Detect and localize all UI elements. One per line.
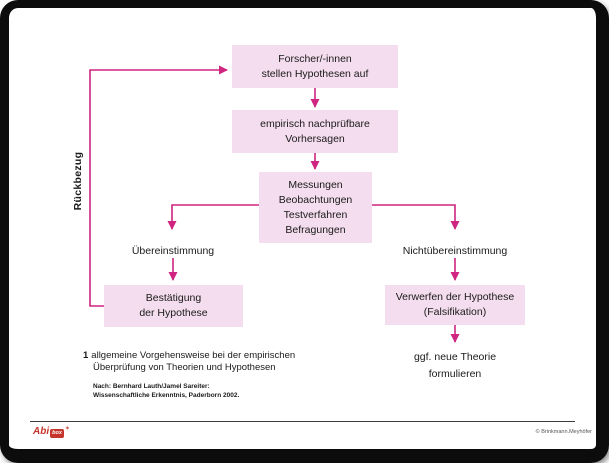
source-line1: Nach: Bernhard Lauth/Jamel Sareiter:: [93, 383, 210, 390]
logo-star-icon: ✶: [64, 426, 70, 432]
label-uebereinstimmung: Übereinstimmung: [131, 245, 215, 257]
source-reference: Nach: Bernhard Lauth/Jamel Sareiter: Wis…: [93, 382, 239, 400]
connector-messungen-to-uebereinstimmung: [167, 204, 259, 230]
footer-rule: [30, 421, 575, 422]
node-verwerfen: Verwerfen der Hypothese (Falsifikation): [385, 285, 525, 325]
logo-abi-text: Abi: [33, 426, 50, 437]
label-rueckbezug: Rückbezug: [72, 151, 84, 211]
caption-line1-text: allgemeine Vorgehensweise bei der empiri…: [91, 350, 296, 361]
connector-rueckbezug-feedback: [89, 65, 228, 307]
source-line2: Wissenschaftliche Erkenntnis, Paderborn …: [93, 392, 240, 399]
copyright-text: © Brinkmann.Meyhöfer: [535, 429, 592, 435]
caption-line2: Überprüfung von Theorien und Hypothesen: [93, 362, 276, 373]
node-messungen: Messungen Beobachtungen Testverfahren Be…: [259, 172, 372, 243]
node-hypothesen: Forscher/-innen stellen Hypothesen auf: [232, 45, 398, 88]
node-vorhersagen: empirisch nachprüfbare Vorhersagen: [232, 110, 398, 153]
figure-number: 1: [83, 350, 89, 361]
logo-box-badge: box: [50, 429, 64, 438]
label-nichtuebereinstimmung: Nichtübereinstimmung: [402, 245, 508, 257]
label-neue-theorie: ggf. neue Theorie formulieren: [413, 351, 497, 380]
node-bestaetigung: Bestätigung der Hypothese: [104, 285, 243, 327]
connector-messungen-to-nichtuebereinstimmung: [372, 204, 460, 230]
